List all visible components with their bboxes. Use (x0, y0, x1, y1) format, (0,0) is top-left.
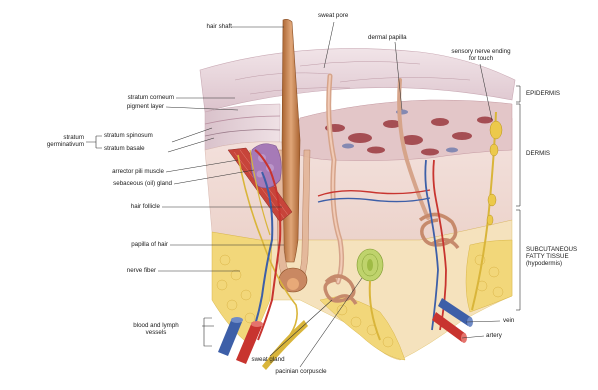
section-subcutaneous: SUBCUTANEOUS FATTY TISSUE (hypodermis) (526, 246, 577, 268)
label-blood-lymph-line1: blood and lymph (112, 322, 200, 329)
label-blood-lymph-vessels: blood and lymph vessels (112, 322, 200, 336)
label-sensory-nerve: sensory nerve ending for touch (446, 48, 516, 62)
label-hair-shaft: hair shaft (207, 23, 232, 30)
label-papilla-of-hair: papilla of hair (131, 241, 168, 248)
label-blood-lymph-line2: vessels (112, 329, 200, 336)
label-sweat-gland: sweat gland (238, 356, 298, 363)
label-vein: vein (503, 317, 514, 324)
label-nerve-fiber: nerve fiber (127, 267, 156, 274)
label-stratum-basale: stratum basale (104, 145, 145, 152)
label-pigment-layer: pigment layer (127, 103, 164, 110)
section-subcutaneous-line1: SUBCUTANEOUS (526, 246, 577, 253)
vessels-bracket (204, 318, 212, 346)
section-subcutaneous-line2: FATTY TISSUE (526, 253, 577, 260)
label-pacinian-corpuscle: pacinian corpuscle (256, 368, 346, 375)
label-stratum-spinosum: stratum spinosum (104, 132, 153, 139)
label-stratum-germinativum-line1: stratum (47, 134, 84, 141)
section-dermis: DERMIS (526, 150, 550, 157)
pacinian-corpuscle-core (367, 259, 373, 271)
label-sebaceous-gland: sebaceous (oil) gland (113, 180, 172, 187)
label-sensory-nerve-line1: sensory nerve ending (446, 48, 516, 55)
label-artery: artery (486, 332, 502, 339)
label-sweat-pore: sweat pore (318, 12, 348, 19)
label-sensory-nerve-line2: for touch (446, 55, 516, 62)
section-subcutaneous-line3: (hypodermis) (526, 260, 577, 267)
germinativum-bracket (86, 136, 102, 148)
hair-papilla-core (287, 278, 299, 290)
label-stratum-germinativum-line2: germinativum (47, 141, 84, 148)
label-dermal-papilla: dermal papilla (368, 34, 407, 41)
label-stratum-corneum: stratum corneum (128, 94, 174, 101)
label-hair-follicle: hair follicle (131, 203, 160, 210)
section-epidermis: EPIDERMIS (526, 90, 560, 97)
fat-lobules-right (466, 240, 512, 312)
label-stratum-germinativum: stratum germinativum (47, 134, 84, 148)
label-arrector-pili: arrector pili muscle (112, 168, 164, 175)
section-brackets (516, 86, 520, 310)
